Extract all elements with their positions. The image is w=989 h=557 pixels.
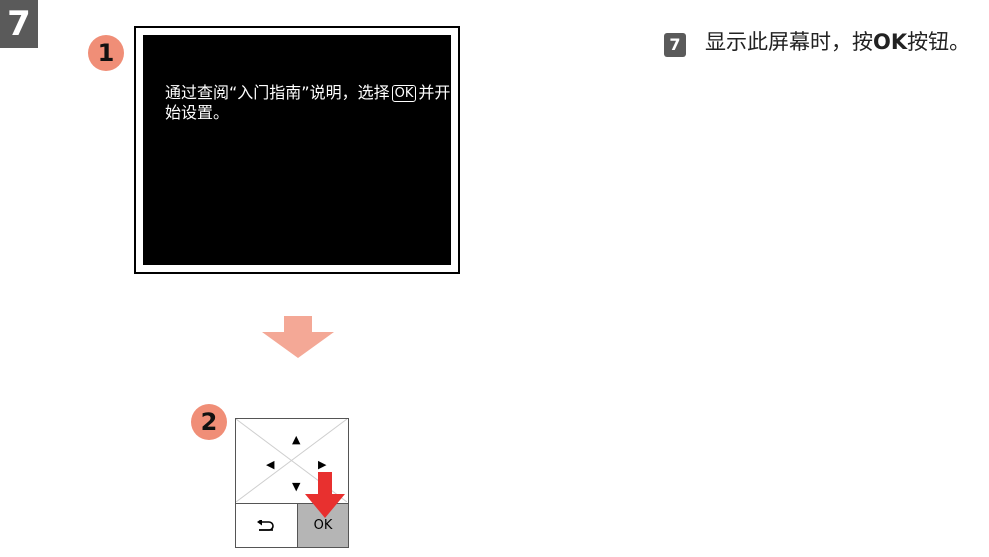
- up-arrow-icon[interactable]: ▲: [292, 433, 301, 446]
- press-arrow-icon: [305, 472, 345, 518]
- screen-message-part1: 通过查阅“入门指南”说明，选择: [165, 83, 390, 102]
- instruction-part1: 显示此屏幕时，按: [705, 30, 873, 54]
- instruction-step-badge: 7: [664, 33, 686, 57]
- left-arrow-icon[interactable]: ◀: [266, 458, 275, 471]
- marker-1-circle: 1: [88, 35, 124, 71]
- step-number-badge: 7: [0, 0, 38, 48]
- back-icon: [257, 518, 274, 531]
- down-arrow-button-icon[interactable]: ▼: [292, 480, 301, 493]
- right-arrow-icon[interactable]: ▶: [318, 458, 327, 471]
- instruction-button-name: OK: [873, 30, 908, 54]
- instruction-text: 显示此屏幕时，按OK按钮。: [705, 28, 989, 57]
- marker-2-circle: 2: [191, 404, 227, 440]
- back-button[interactable]: [236, 504, 296, 547]
- down-arrow-icon: [262, 316, 334, 358]
- screen-message-part2: 并开始设置。: [165, 83, 451, 122]
- instruction-part2: 按钮。: [907, 30, 971, 54]
- panel-divider: [236, 503, 348, 504]
- ok-button-symbol: OK: [391, 85, 417, 102]
